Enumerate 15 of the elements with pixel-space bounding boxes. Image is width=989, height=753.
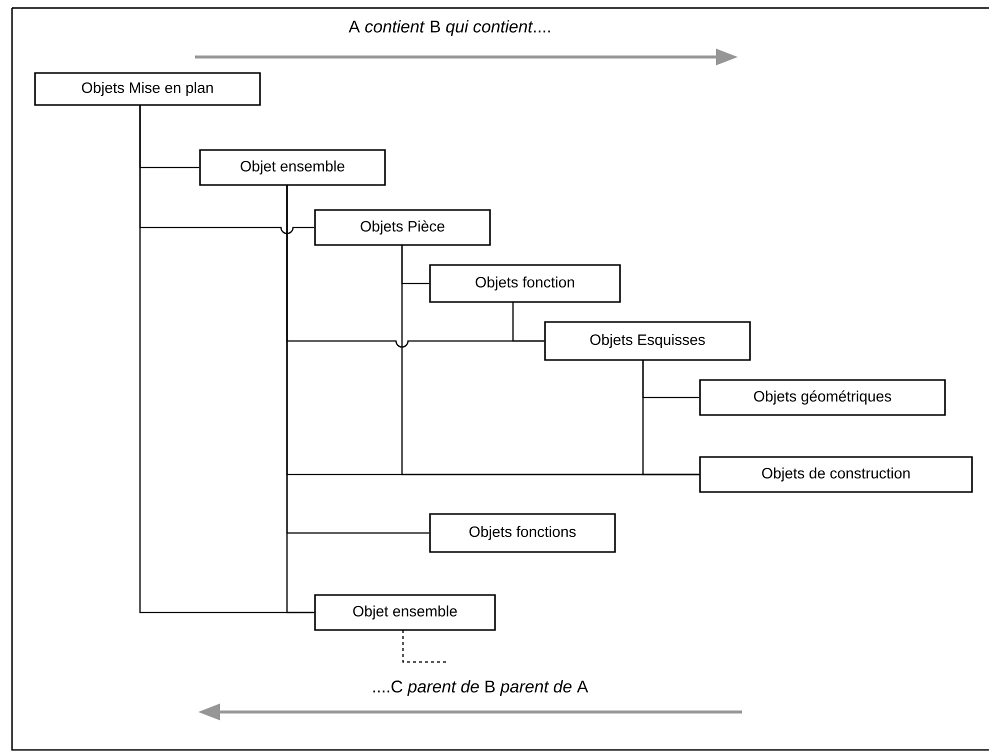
object-box: Objets de construction <box>699 456 973 493</box>
object-box: Objets géométriques <box>699 379 946 416</box>
object-box: Objets Esquisses <box>544 321 751 361</box>
object-box: Objet ensemble <box>199 149 386 186</box>
connector-line <box>642 360 700 476</box>
object-box: Objets fonctions <box>429 513 616 553</box>
object-box: Objets Pièce <box>314 209 491 246</box>
connector-line <box>402 630 447 663</box>
object-box: Objets fonction <box>429 264 621 303</box>
direction-label: A contient B qui contient.... <box>348 20 550 36</box>
object-box: Objets Mise en plan <box>34 72 261 106</box>
connector-line <box>286 185 314 614</box>
object-box: Objet ensemble <box>314 594 496 631</box>
connector-line <box>512 302 544 342</box>
direction-label: ....C parent de B parent de A <box>373 680 588 696</box>
